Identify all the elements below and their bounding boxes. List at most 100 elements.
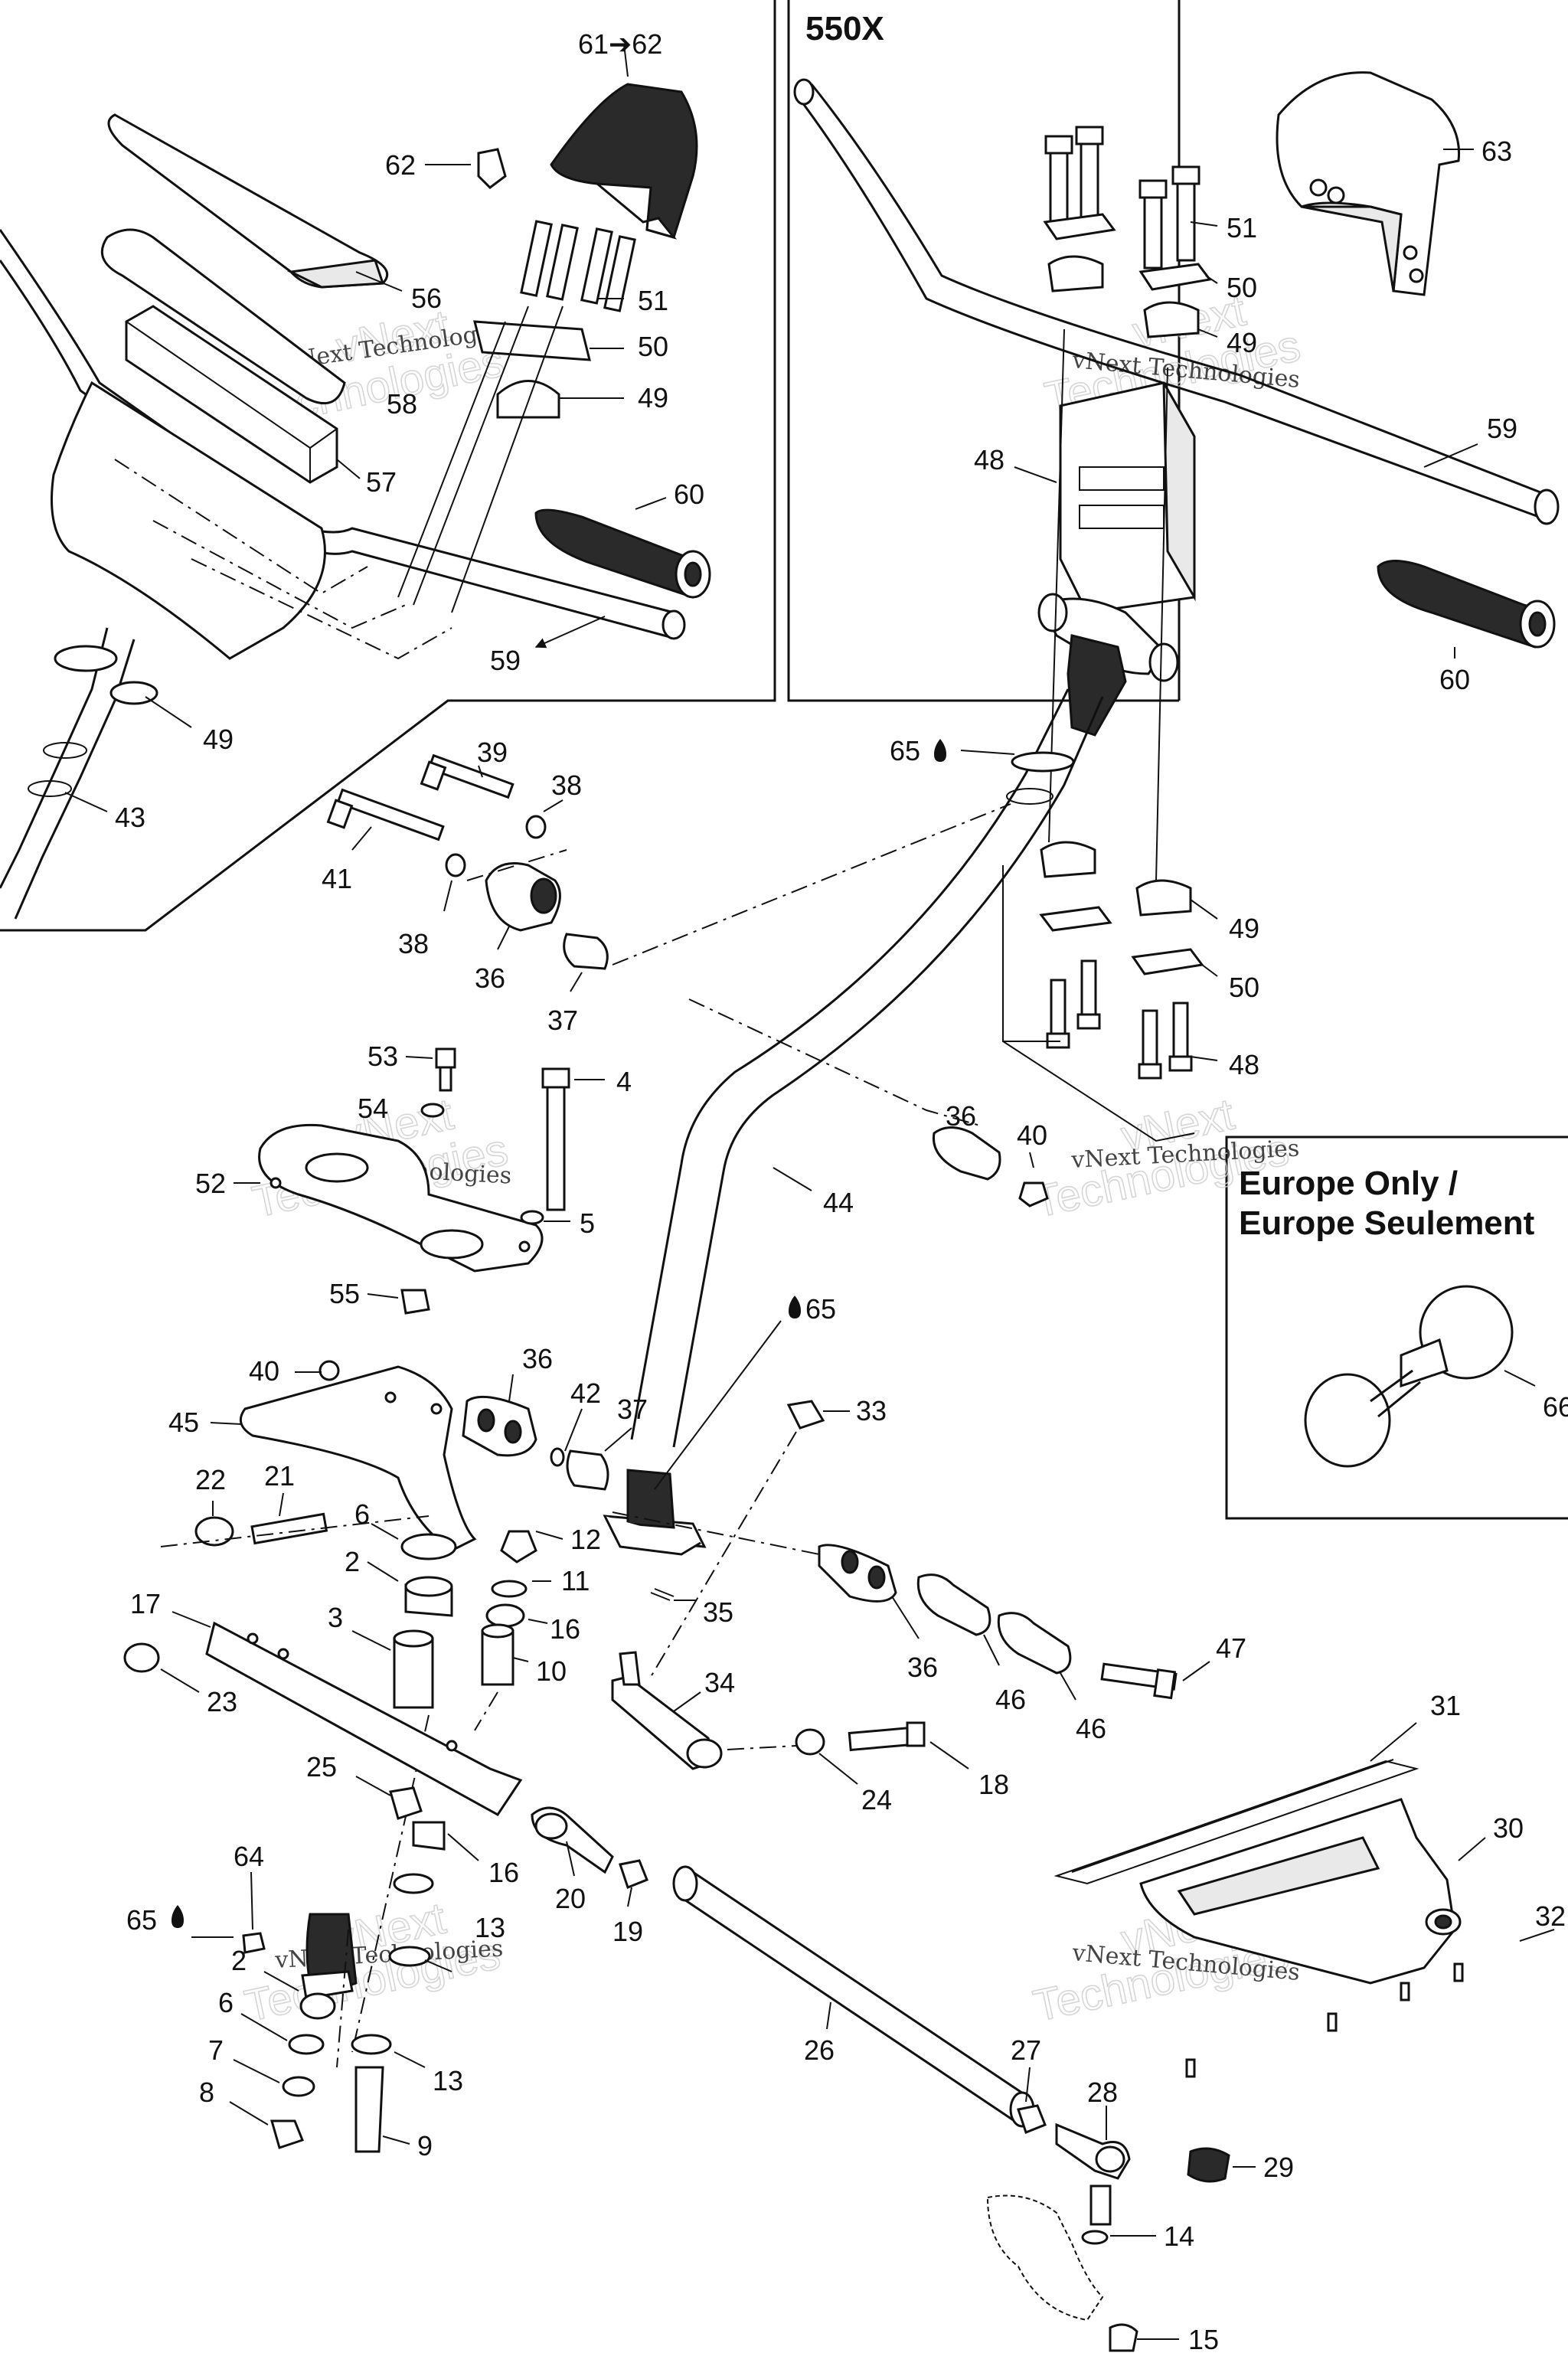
inset-title-line1: Europe Only / [1239, 1165, 1458, 1202]
callout-34: 34 [704, 1667, 735, 1698]
callout-28: 28 [1087, 2077, 1118, 2108]
callout-59-left: 59 [490, 645, 521, 676]
panel-frames [0, 0, 1568, 1520]
callout-18: 18 [978, 1769, 1009, 1800]
callout-16-upper: 16 [550, 1613, 580, 1645]
steering-column-parts [123, 688, 1514, 2352]
handlebar-cover [550, 83, 698, 239]
callout-2-upper: 2 [345, 1546, 360, 1577]
callout-23: 23 [207, 1686, 237, 1717]
foam-roll [100, 228, 346, 405]
callout-55: 55 [329, 1278, 360, 1309]
callout-62: 62 [385, 149, 416, 181]
handlebar-pad [107, 113, 389, 289]
console-boot [1139, 1798, 1456, 1985]
callout-11: 11 [561, 1565, 590, 1596]
callout-4: 4 [616, 1066, 632, 1097]
callout-24: 24 [861, 1784, 892, 1815]
clip-62 [477, 148, 507, 189]
callout-21: 21 [264, 1460, 295, 1492]
callout-50-lower-right: 50 [1229, 972, 1259, 1003]
callout-49-lower-left: 49 [203, 724, 234, 755]
callout-50-left: 50 [638, 331, 668, 362]
right-inset-parts [793, 71, 1560, 1142]
callout-47: 47 [1216, 1632, 1246, 1664]
callout-65-mid: 65 [805, 1293, 836, 1325]
callout-38-lower: 38 [398, 928, 429, 959]
callout-3: 3 [328, 1602, 343, 1633]
plate-50 [473, 320, 591, 361]
callout-37-mid: 37 [617, 1394, 648, 1425]
left-inset-frame [0, 0, 776, 932]
callout-41: 41 [322, 863, 352, 894]
callout-64: 64 [234, 1841, 264, 1872]
callout-27: 27 [1011, 2034, 1041, 2066]
callout-48-lower: 48 [1229, 1049, 1259, 1080]
callout-46-right: 46 [1076, 1713, 1106, 1744]
callout-12: 12 [570, 1524, 601, 1555]
callout-56: 56 [411, 283, 442, 314]
callout-43: 43 [115, 802, 145, 833]
callout-60-left: 60 [674, 479, 704, 510]
bolts-51 [520, 220, 636, 312]
callout-60-right: 60 [1439, 664, 1470, 695]
callout-33: 33 [856, 1395, 887, 1426]
callout-5: 5 [580, 1207, 595, 1239]
callout-59-right: 59 [1487, 413, 1517, 444]
callout-42: 42 [570, 1377, 601, 1409]
lower-bracket [239, 1365, 477, 1552]
callout-30: 30 [1493, 1812, 1524, 1844]
callout-31: 31 [1430, 1690, 1461, 1721]
callout-2-lower: 2 [231, 1945, 247, 1976]
callout-36-left: 36 [522, 1343, 553, 1374]
callout-49-left: 49 [638, 382, 668, 413]
callout-51-left: 51 [638, 285, 668, 316]
callout-49-lower-right: 49 [1229, 913, 1259, 944]
cover-63 [1276, 71, 1461, 296]
callout-40-left: 40 [249, 1355, 279, 1387]
callout-46-left: 46 [995, 1684, 1026, 1715]
model-title: 550X [805, 10, 884, 47]
callout-20: 20 [555, 1883, 586, 1914]
callout-65-lower: 65 [126, 1904, 157, 1936]
callout-19: 19 [612, 1916, 643, 1947]
left-inset-parts [0, 83, 711, 920]
callouts: 61➔62 62 56 51 50 49 58 57 60 59 49 43 6… [64, 28, 1568, 2355]
callout-57: 57 [366, 466, 397, 498]
callout-29: 29 [1263, 2152, 1294, 2183]
callout-8: 8 [199, 2077, 214, 2108]
callout-61-62: 61➔62 [578, 28, 662, 60]
right-inset-frame [787, 0, 1179, 702]
europe-inset-frame [1225, 1136, 1568, 1520]
callout-36-right: 36 [907, 1652, 938, 1683]
callout-63: 63 [1481, 136, 1512, 167]
callout-40-mid: 40 [1017, 1119, 1047, 1151]
callout-22: 22 [195, 1464, 226, 1495]
callout-48-upper: 48 [974, 444, 1004, 475]
callout-45: 45 [168, 1407, 199, 1438]
callout-6-lower: 6 [218, 1987, 234, 2018]
callout-6-upper: 6 [354, 1498, 370, 1530]
callout-32: 32 [1535, 1900, 1566, 1932]
callout-17: 17 [130, 1588, 161, 1619]
callout-51-right: 51 [1227, 212, 1257, 243]
callout-65-upper: 65 [890, 735, 920, 766]
inset-title-line2: Europe Seulement [1239, 1204, 1535, 1242]
callout-26: 26 [804, 2034, 835, 2066]
callout-15: 15 [1188, 2324, 1219, 2352]
callout-49-right: 49 [1227, 327, 1257, 358]
callout-13-upper: 13 [475, 1912, 505, 1943]
callout-13-lower: 13 [433, 2065, 463, 2096]
callout-39: 39 [477, 737, 508, 768]
callout-9: 9 [417, 2130, 433, 2162]
callout-37-upper: 37 [547, 1005, 578, 1036]
callout-36-upper: 36 [475, 962, 505, 994]
callout-66: 66 [1543, 1391, 1568, 1423]
callout-7: 7 [208, 2034, 224, 2066]
handlebar-left [0, 229, 675, 614]
callout-53: 53 [368, 1041, 398, 1072]
callout-25: 25 [306, 1751, 337, 1783]
callout-38-upper: 38 [551, 770, 582, 801]
